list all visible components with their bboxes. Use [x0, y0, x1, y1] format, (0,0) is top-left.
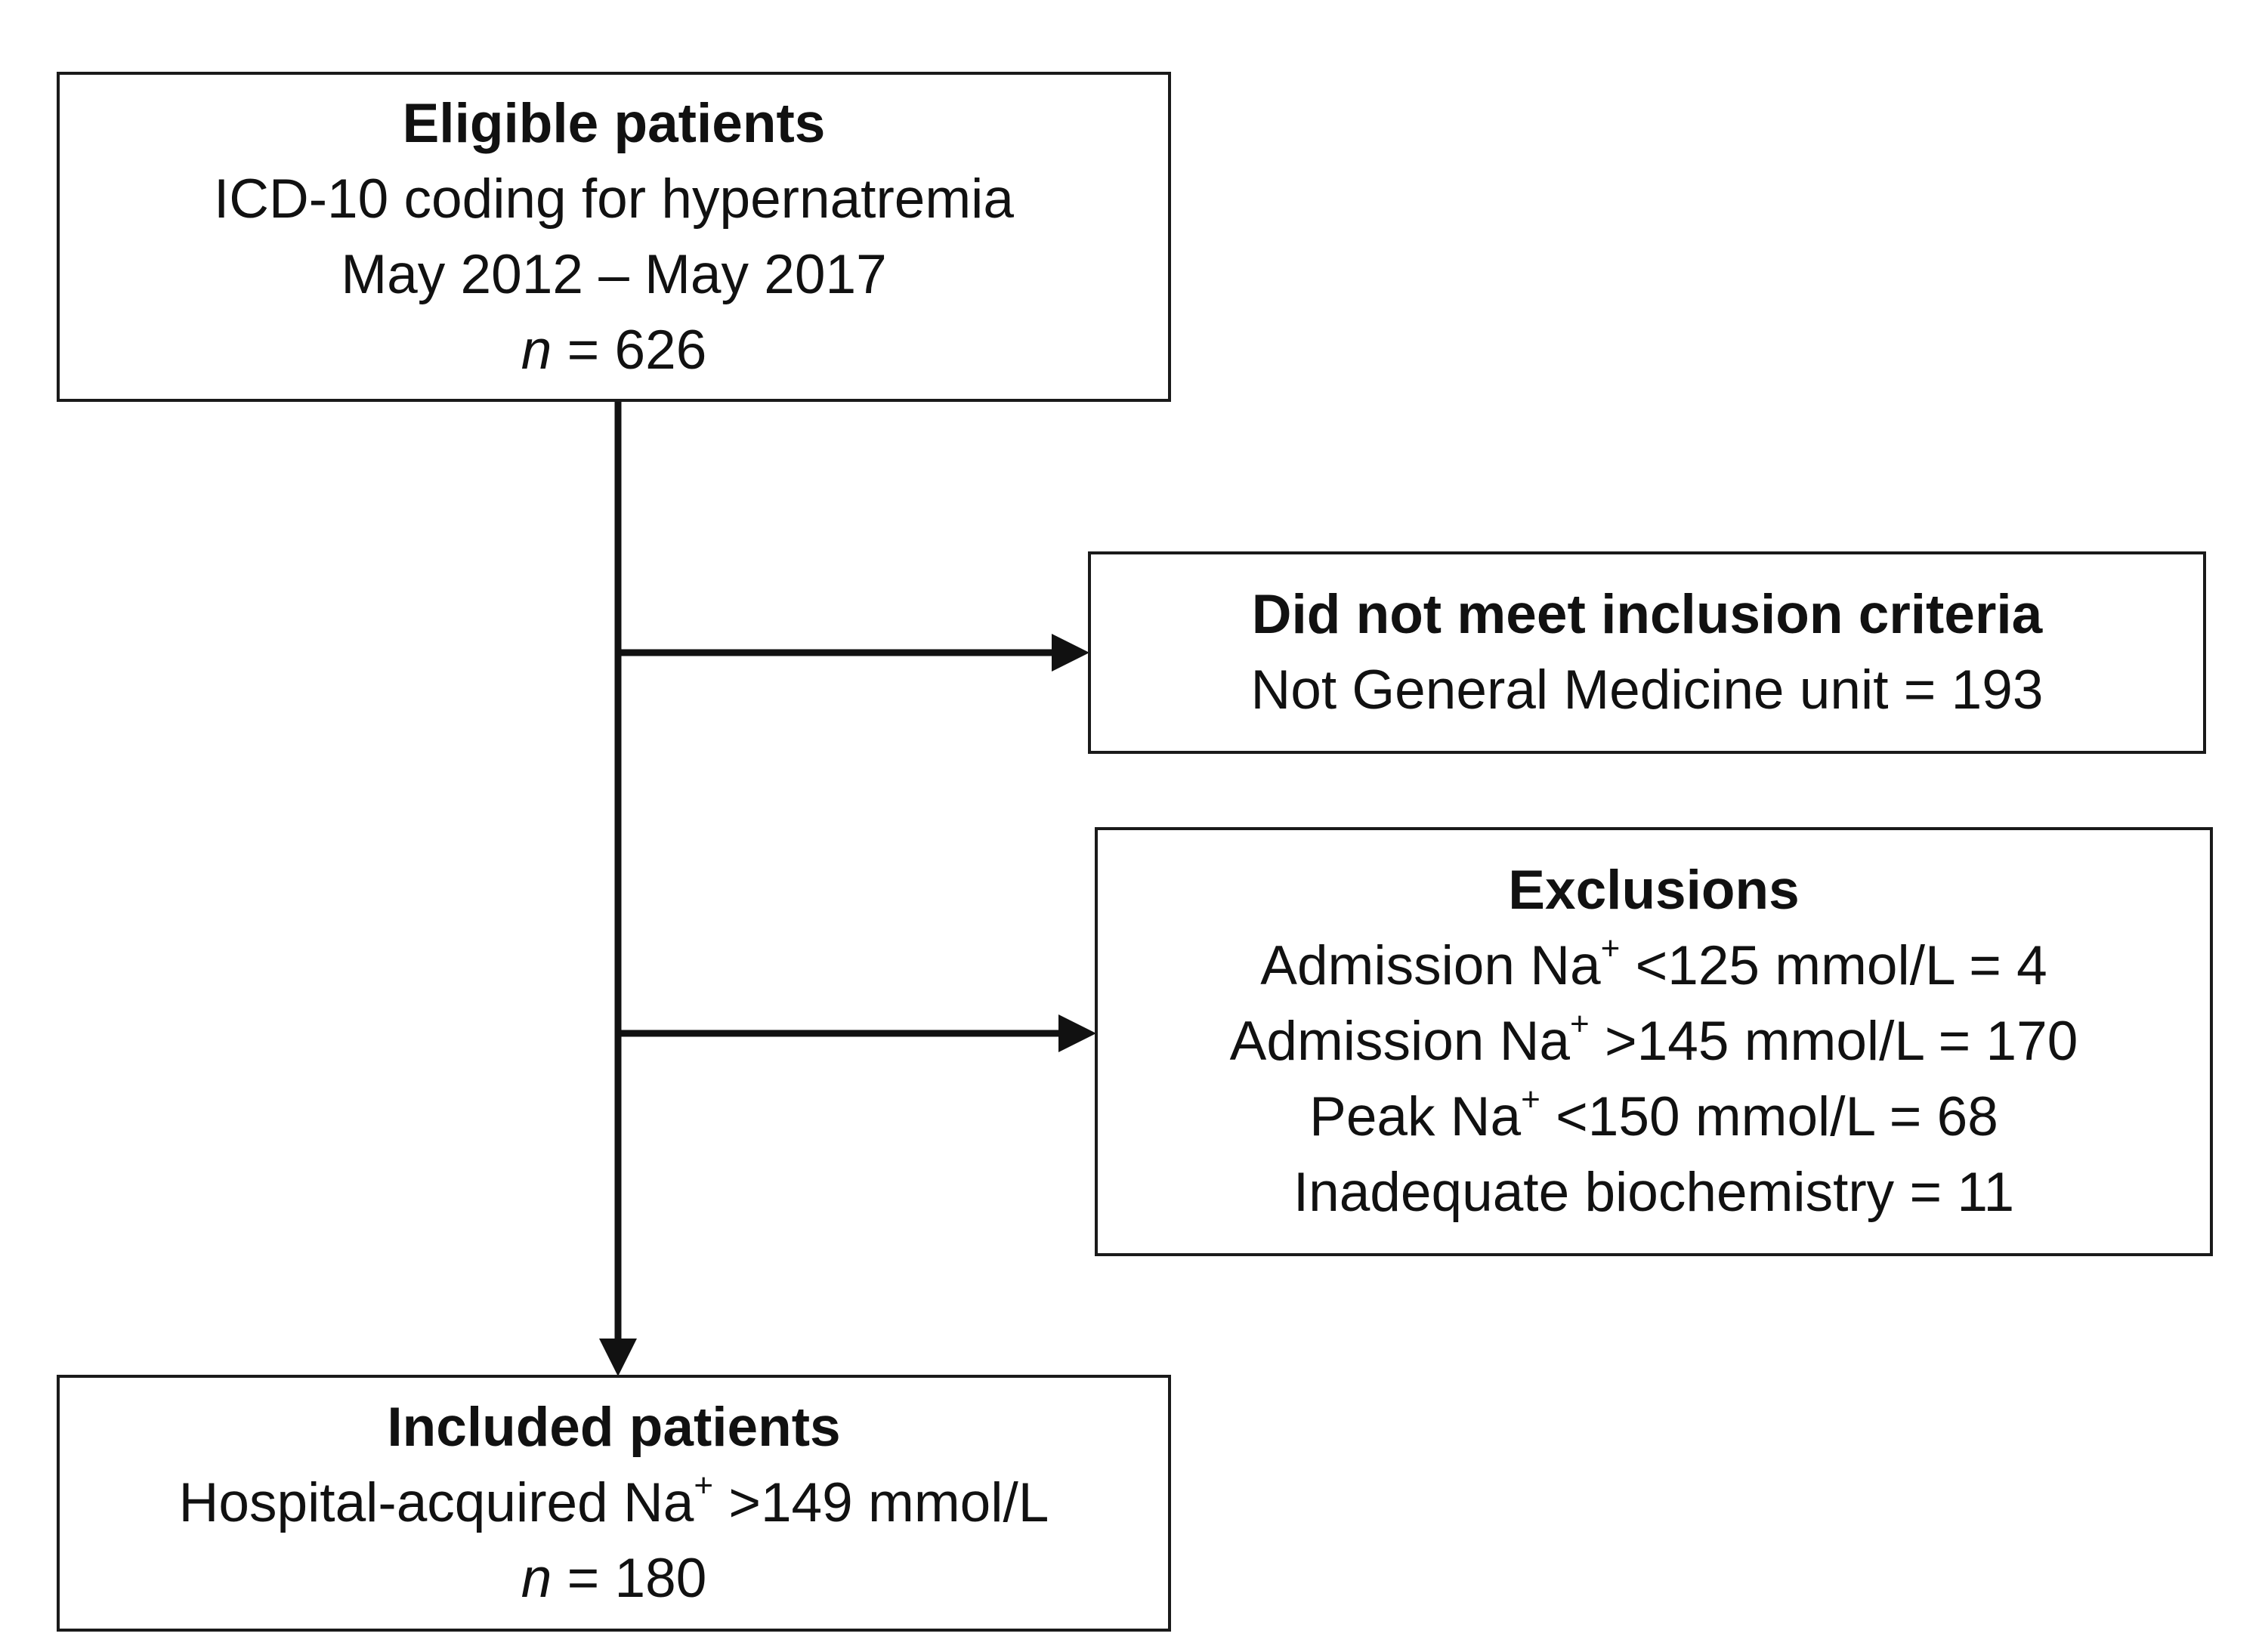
included-n-label: n	[521, 1548, 552, 1609]
included-n-value: = 180	[552, 1548, 707, 1609]
arrowhead-inclusion	[1052, 634, 1089, 672]
included-criterion-value: >149 mmol/L	[713, 1472, 1049, 1533]
exclusions-title: Exclusions	[1508, 860, 1800, 921]
included-patients-box: Included patients Hospital-acquired Na+ …	[57, 1375, 1171, 1632]
included-criterion-text: Hospital-acquired Na	[178, 1472, 694, 1533]
arrowhead-down	[599, 1339, 637, 1376]
exclusion-item-sup: +	[1521, 1081, 1540, 1118]
exclusion-item-sup: +	[1600, 930, 1621, 967]
eligible-coding: ICD-10 coding for hypernatremia	[214, 168, 1014, 230]
exclusion-item-text: Admission Na	[1229, 1011, 1571, 1072]
eligible-count: n = 626	[521, 313, 707, 388]
exclusion-item: Admission Na+ <125 mmol/L = 4	[1260, 928, 2047, 1004]
eligible-n-label: n	[521, 319, 552, 381]
exclusion-item-sup: +	[1570, 1005, 1590, 1042]
exclusion-item-text: Admission Na	[1260, 935, 1601, 996]
inclusion-detail: Not General Medicine unit = 193	[1250, 659, 2044, 721]
eligible-title: Eligible patients	[402, 92, 826, 154]
exclusion-item: Inadequate biochemistry = 11	[1293, 1162, 2015, 1223]
exclusions-box: Exclusions Admission Na+ <125 mmol/L = 4…	[1095, 827, 2213, 1256]
inclusion-title: Did not meet inclusion criteria	[1251, 584, 2043, 645]
eligible-patients-box: Eligible patients ICD-10 coding for hype…	[57, 72, 1171, 402]
included-criterion-sup: +	[694, 1467, 714, 1504]
exclusion-item: Peak Na+ <150 mmol/L = 68	[1309, 1079, 1998, 1155]
included-title: Included patients	[387, 1397, 841, 1458]
exclusion-item-value: <125 mmol/L = 4	[1620, 935, 2047, 996]
eligible-n-value: = 626	[552, 319, 707, 381]
included-count: n = 180	[521, 1541, 707, 1616]
eligible-period: May 2012 – May 2017	[341, 243, 887, 305]
included-criterion: Hospital-acquired Na+ >149 mmol/L	[179, 1465, 1049, 1541]
exclusion-item: Admission Na+ >145 mmol/L = 170	[1230, 1004, 2078, 1079]
exclusion-item-text: Peak Na	[1309, 1086, 1522, 1147]
exclusion-item-value: >145 mmol/L = 170	[1589, 1011, 2078, 1072]
inclusion-criteria-box: Did not meet inclusion criteria Not Gene…	[1088, 551, 2206, 754]
arrowhead-exclusions	[1058, 1014, 1096, 1052]
exclusion-item-value: <150 mmol/L = 68	[1540, 1086, 1998, 1147]
